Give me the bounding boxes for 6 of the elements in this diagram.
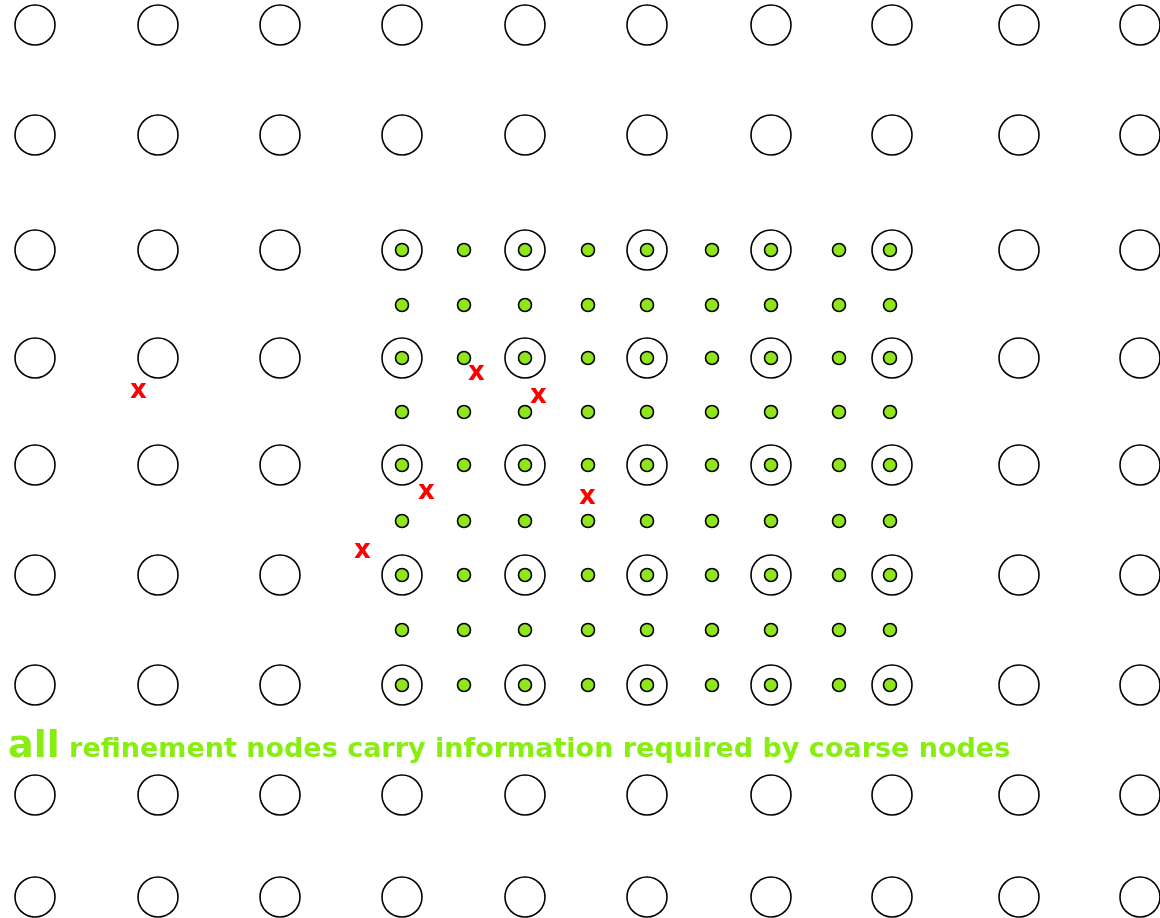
- cross-marker: x: [354, 536, 371, 562]
- cross-marker: x: [418, 477, 435, 503]
- cross-marker: x: [468, 358, 485, 384]
- cross-marker: x: [130, 376, 147, 402]
- cross-marker: x: [530, 381, 547, 407]
- cross-marker: x: [579, 482, 596, 508]
